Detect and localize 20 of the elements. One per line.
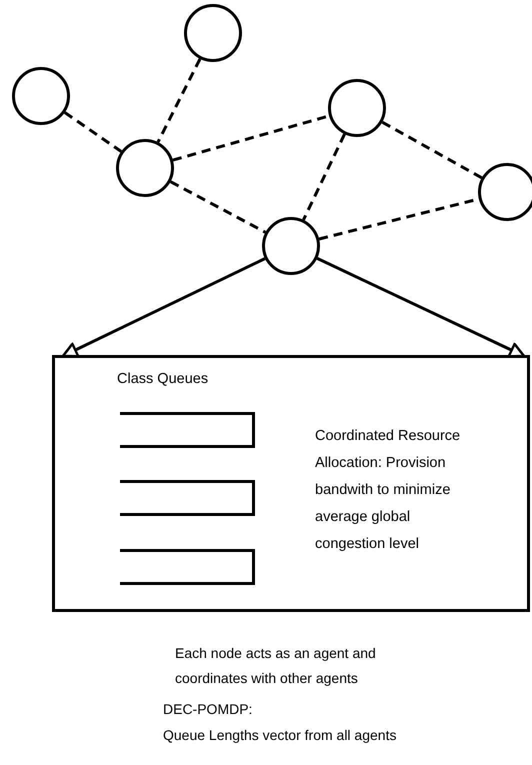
queue-slot <box>120 412 255 448</box>
dashed-link <box>302 134 346 220</box>
agent-node-circle <box>116 139 174 197</box>
router-box <box>52 355 530 612</box>
agent-node-circle <box>478 163 532 221</box>
dashed-link <box>172 114 330 162</box>
queue-slot <box>120 480 255 516</box>
note-text: Each node acts as an agent and coordinates with other agents <box>175 644 377 688</box>
section-heading: Class Queues <box>117 370 210 389</box>
dashed-link <box>156 58 202 143</box>
description-text: Coordinated Resource Allocation: Provision bandwith to minimize average global congestion level <box>315 427 462 554</box>
arrow <box>316 257 526 358</box>
agent-node-circle <box>262 217 320 275</box>
arrow <box>62 257 266 358</box>
note-text: DEC-POMDP: <box>163 700 254 719</box>
dashed-link <box>64 111 122 153</box>
queue-slot <box>120 549 255 585</box>
dashed-link <box>382 120 482 180</box>
dashed-link <box>170 180 266 234</box>
note-text: Queue Lengths vector from all agents <box>163 726 398 745</box>
